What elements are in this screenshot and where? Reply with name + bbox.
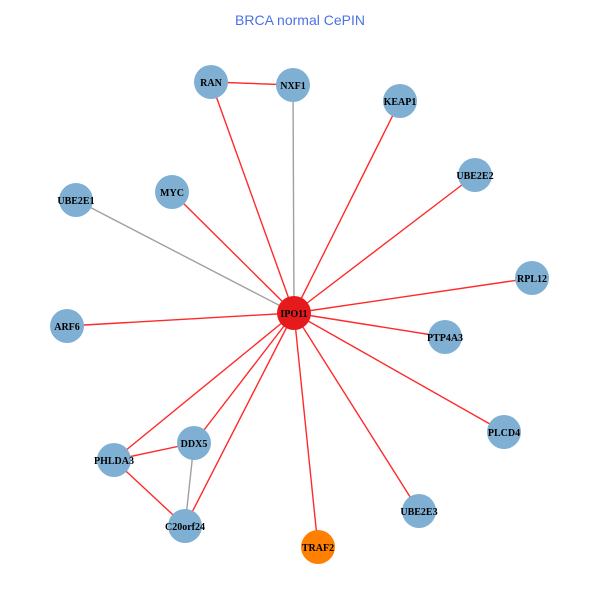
node-circle bbox=[50, 309, 84, 343]
edge-IPO11-MYC bbox=[171, 191, 295, 314]
edge-IPO11-DDX5 bbox=[193, 312, 295, 444]
node-circle bbox=[487, 415, 521, 449]
node-DDX5: DDX5 bbox=[177, 426, 211, 460]
node-UBE2E2: UBE2E2 bbox=[456, 158, 494, 192]
node-label: C20orf24 bbox=[165, 522, 205, 533]
node-KEAP1: KEAP1 bbox=[383, 84, 417, 118]
node-label: UBE2E2 bbox=[456, 171, 493, 182]
node-label: TRAF2 bbox=[302, 543, 334, 554]
node-label: UBE2E1 bbox=[57, 196, 94, 207]
node-circle bbox=[428, 320, 462, 354]
node-label: PLCD4 bbox=[488, 428, 520, 439]
node-RPL12: RPL12 bbox=[515, 261, 549, 295]
node-label: DDX5 bbox=[181, 439, 208, 450]
node-circle bbox=[168, 509, 202, 543]
node-circle bbox=[194, 65, 228, 99]
chart-title: BRCA normal CePIN bbox=[235, 12, 365, 28]
node-circle bbox=[458, 158, 492, 192]
node-PLCD4: PLCD4 bbox=[487, 415, 521, 449]
node-circle bbox=[383, 84, 417, 118]
edge-IPO11-RPL12 bbox=[293, 277, 533, 314]
node-circle bbox=[155, 175, 189, 209]
node-circle bbox=[97, 443, 131, 477]
node-label: RAN bbox=[200, 78, 222, 89]
node-IPO11: IPO11 bbox=[277, 296, 311, 330]
edge-IPO11-UBE2E1 bbox=[75, 199, 295, 314]
edge-IPO11-TRAF2 bbox=[293, 312, 319, 548]
node-label: KEAP1 bbox=[384, 97, 417, 108]
node-circle bbox=[402, 494, 436, 528]
node-label: UBE2E3 bbox=[400, 507, 437, 518]
edge-IPO11-PLCD4 bbox=[293, 312, 505, 433]
node-ARF6: ARF6 bbox=[50, 309, 84, 343]
edge-IPO11-ARF6 bbox=[66, 312, 295, 327]
node-label: IPO11 bbox=[280, 309, 307, 320]
edge-IPO11-NXF1 bbox=[292, 84, 295, 314]
node-label: NXF1 bbox=[280, 81, 306, 92]
node-RAN: RAN bbox=[194, 65, 228, 99]
edge-IPO11-PTP4A3 bbox=[293, 312, 446, 338]
edge-IPO11-C20orf24 bbox=[184, 312, 295, 527]
node-label: PHLDA3 bbox=[94, 456, 134, 467]
node-circle bbox=[276, 68, 310, 102]
node-C20orf24: C20orf24 bbox=[165, 509, 205, 543]
edge-IPO11-KEAP1 bbox=[293, 100, 401, 314]
node-circle bbox=[59, 183, 93, 217]
node-PHLDA3: PHLDA3 bbox=[94, 443, 134, 477]
edge-IPO11-UBE2E3 bbox=[293, 312, 420, 512]
edge-IPO11-UBE2E2 bbox=[293, 174, 476, 314]
node-label: MYC bbox=[160, 188, 184, 199]
node-circle bbox=[515, 261, 549, 295]
edge-IPO11-RAN bbox=[210, 81, 295, 314]
node-label: RPL12 bbox=[517, 274, 547, 285]
node-NXF1: NXF1 bbox=[276, 68, 310, 102]
node-TRAF2: TRAF2 bbox=[301, 530, 335, 564]
node-PTP4A3: PTP4A3 bbox=[427, 320, 463, 354]
node-circle bbox=[277, 296, 311, 330]
node-label: PTP4A3 bbox=[427, 333, 463, 344]
node-circle bbox=[177, 426, 211, 460]
node-label: ARF6 bbox=[54, 322, 80, 333]
edge-IPO11-PHLDA3 bbox=[113, 312, 295, 461]
node-MYC: MYC bbox=[155, 175, 189, 209]
node-UBE2E3: UBE2E3 bbox=[400, 494, 438, 528]
node-UBE2E1: UBE2E1 bbox=[57, 183, 95, 217]
node-circle bbox=[301, 530, 335, 564]
